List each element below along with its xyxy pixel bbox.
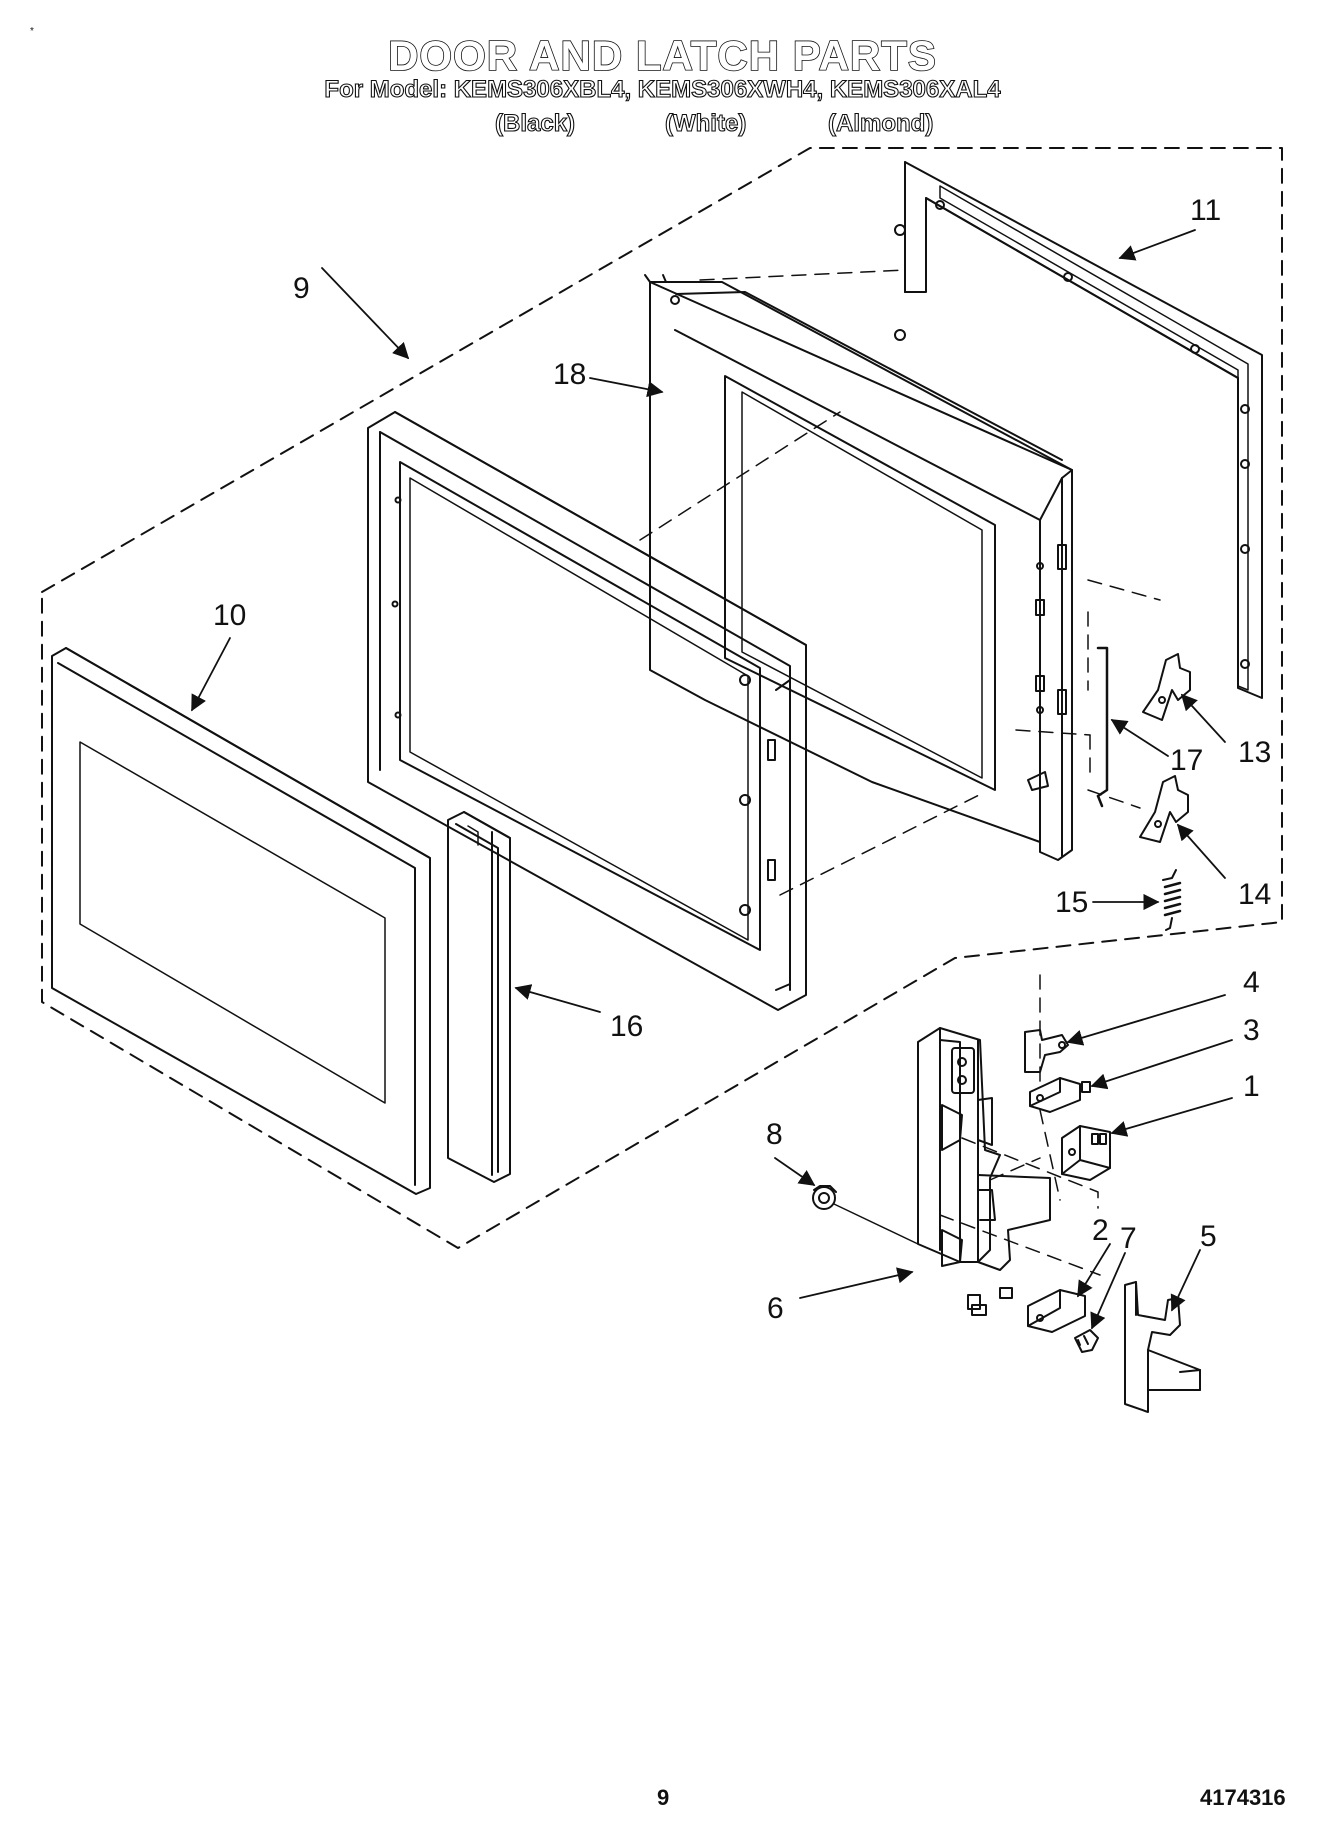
part-4-switch-holder [1024, 1029, 1069, 1073]
part-16-door-strip [447, 811, 511, 1183]
page-number: 9 [657, 1785, 670, 1810]
part-3-microswitch-upper [1029, 1077, 1091, 1113]
document-number: 4174316 [1200, 1785, 1286, 1810]
callout-1: 1 [1243, 1070, 1260, 1103]
door-assembly-boundary [41, 147, 1283, 1249]
alignment-lines [639, 269, 1161, 1276]
part-17-latch-rod [1096, 646, 1109, 808]
color-black-label: (Black) [494, 109, 576, 137]
callout-13: 13 [1238, 736, 1271, 769]
part-2-microswitch-lower [999, 1287, 1086, 1333]
callout-4: 4 [1243, 966, 1260, 999]
part-10-window-glass [51, 647, 431, 1195]
callout-6: 6 [767, 1292, 784, 1325]
color-variants: (Black) (White) (Almond) [0, 109, 1325, 142]
callout-5: 5 [1200, 1220, 1217, 1253]
callout-14: 14 [1238, 878, 1271, 911]
callout-9: 9 [293, 272, 310, 305]
part-8-nut [812, 1185, 919, 1245]
callout-10: 10 [213, 599, 246, 632]
part-11-choke-plate [894, 161, 1263, 699]
callout-3: 3 [1243, 1014, 1260, 1047]
part-15-spring [1162, 869, 1182, 931]
part-9-outer-frame [367, 411, 807, 1011]
part-1-microswitch-right [1061, 1125, 1111, 1181]
color-white-label: (White) [664, 109, 747, 137]
part-18-inner-frame [644, 274, 1073, 861]
callout-18: 18 [553, 358, 586, 391]
callout-15: 15 [1055, 886, 1088, 919]
part-6-latch-housing [917, 1027, 1051, 1316]
callout-8: 8 [766, 1118, 783, 1151]
part-13-latch-upper [1142, 653, 1191, 721]
model-line: For Model: KEMS306XBL4, KEMS306XWH4, KEM… [324, 75, 1001, 103]
color-almond-label: (Almond) [827, 109, 934, 137]
callout-11: 11 [1190, 194, 1221, 227]
page-title: DOOR AND LATCH PARTS [387, 31, 937, 80]
corner-mark: * [30, 26, 34, 37]
part-5-lever [1124, 1281, 1201, 1413]
part-14-latch-lower [1139, 775, 1189, 843]
callout-17: 17 [1170, 744, 1203, 777]
part-7-screw [1074, 1329, 1099, 1353]
callout-leaders [191, 229, 1233, 1330]
callout-2: 2 [1092, 1214, 1109, 1247]
callout-numbers: 11 9 18 10 17 13 14 15 16 4 3 1 8 2 7 5 … [213, 194, 1271, 1325]
callout-16: 16 [610, 1010, 643, 1043]
callout-7: 7 [1120, 1222, 1137, 1255]
